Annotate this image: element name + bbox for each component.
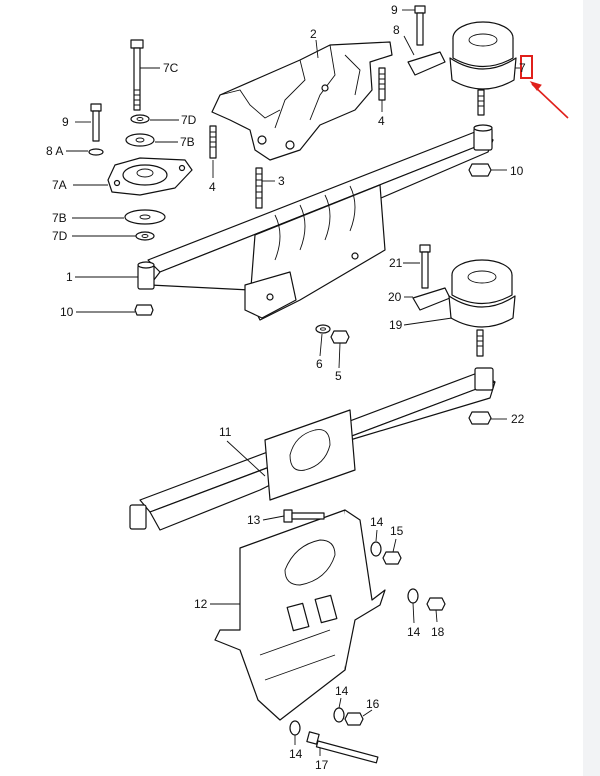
label-part-9-left: 9 bbox=[62, 115, 69, 129]
label-part-4-left: 4 bbox=[209, 180, 216, 194]
washer-part-14-c bbox=[333, 707, 345, 723]
washer-part-14-a bbox=[370, 541, 382, 557]
nut-part-22 bbox=[468, 411, 492, 425]
label-part-6: 6 bbox=[316, 357, 323, 371]
label-part-7c: 7C bbox=[163, 61, 179, 75]
label-part-8: 8 bbox=[393, 23, 400, 37]
bolt-part-9-top bbox=[414, 5, 426, 46]
washer-part-7d-top bbox=[130, 114, 150, 124]
label-part-10-right: 10 bbox=[510, 164, 524, 178]
nut-part-5 bbox=[330, 330, 350, 344]
bracket-part-8 bbox=[407, 51, 446, 76]
label-part-4-right: 4 bbox=[378, 114, 385, 128]
bracket-part-20 bbox=[412, 287, 451, 311]
bracket-part-2 bbox=[211, 41, 393, 161]
label-part-19: 19 bbox=[389, 318, 403, 332]
washer-part-14-b bbox=[407, 588, 419, 604]
rubber-part-7b bbox=[124, 209, 166, 225]
label-part-15: 15 bbox=[390, 524, 404, 538]
stud-part-3 bbox=[255, 167, 263, 209]
callout-labels: 2 7C 9 7D 7B 8 A 7A 7B 7D 1 10 4 4 3 8 9… bbox=[46, 3, 526, 772]
highlight-box bbox=[520, 55, 533, 79]
nut-part-16 bbox=[344, 712, 364, 726]
label-part-13: 13 bbox=[247, 513, 261, 527]
label-part-7b-top: 7B bbox=[180, 135, 195, 149]
label-part-14-a: 14 bbox=[370, 515, 384, 529]
label-part-7: 7 bbox=[519, 61, 526, 75]
label-part-10-left: 10 bbox=[60, 305, 74, 319]
label-part-3: 3 bbox=[278, 174, 285, 188]
label-part-8a: 8 A bbox=[46, 144, 63, 158]
washer-part-14-d bbox=[289, 720, 301, 736]
label-part-11: 11 bbox=[219, 425, 232, 439]
bolt-part-9-left bbox=[90, 103, 102, 142]
nut-part-18 bbox=[426, 597, 446, 611]
label-part-14-c: 14 bbox=[335, 684, 349, 698]
label-part-1: 1 bbox=[66, 270, 73, 284]
side-strip bbox=[583, 0, 600, 776]
crossmember-part-1 bbox=[137, 124, 494, 321]
nut-part-10-right bbox=[468, 163, 492, 177]
label-part-7b: 7B bbox=[52, 211, 67, 225]
highlight-arrow bbox=[529, 81, 569, 119]
leader-lines bbox=[66, 9, 520, 756]
label-part-20: 20 bbox=[388, 290, 402, 304]
bolt-part-17 bbox=[306, 731, 379, 764]
label-part-21: 21 bbox=[389, 256, 403, 270]
washer-part-6 bbox=[315, 324, 331, 334]
engine-mount-part-19 bbox=[448, 259, 516, 357]
label-part-5: 5 bbox=[335, 369, 342, 383]
washer-part-7d bbox=[135, 231, 155, 241]
label-part-18: 18 bbox=[431, 625, 445, 639]
label-part-16: 16 bbox=[366, 697, 380, 711]
label-part-2: 2 bbox=[310, 27, 317, 41]
rubber-part-7b-top bbox=[125, 133, 155, 147]
stud-part-4-right bbox=[378, 67, 386, 101]
label-part-7d-top: 7D bbox=[181, 113, 197, 127]
label-part-22: 22 bbox=[511, 412, 525, 426]
nut-part-10-left bbox=[134, 304, 154, 316]
label-part-7d: 7D bbox=[52, 229, 68, 243]
label-part-12: 12 bbox=[194, 597, 208, 611]
label-part-9-top: 9 bbox=[391, 3, 398, 17]
nut-part-15 bbox=[382, 551, 402, 565]
stud-part-4-left bbox=[209, 125, 217, 159]
label-part-7a: 7A bbox=[52, 178, 67, 192]
label-part-14-d: 14 bbox=[289, 747, 303, 761]
bracket-part-12 bbox=[214, 509, 386, 721]
mount-plate-part-7a bbox=[107, 157, 193, 196]
bolt-part-21 bbox=[419, 244, 431, 289]
engine-mount-part-7 bbox=[449, 21, 517, 116]
washer-part-8a bbox=[88, 148, 104, 156]
label-part-14-b: 14 bbox=[407, 625, 421, 639]
label-part-17: 17 bbox=[315, 758, 329, 772]
crossmember-part-11 bbox=[129, 367, 496, 531]
bolt-part-7c bbox=[130, 39, 144, 111]
